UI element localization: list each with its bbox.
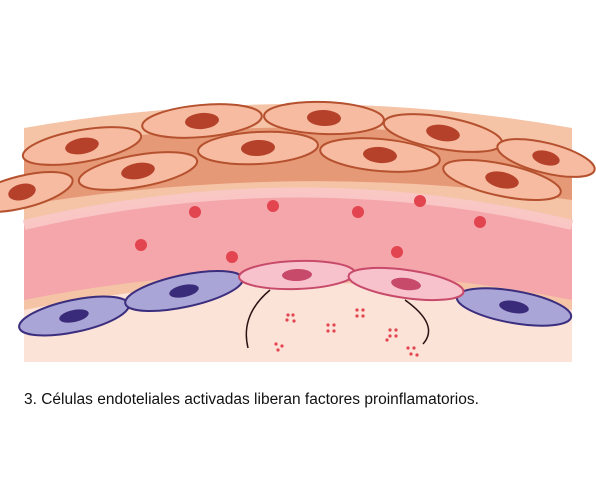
smooth-muscle-cell bbox=[319, 137, 441, 173]
smooth-muscle-cell bbox=[0, 171, 74, 213]
factor-cluster bbox=[274, 342, 284, 352]
intima-particle bbox=[135, 239, 147, 251]
release-arc-right bbox=[404, 299, 430, 345]
intima-particle bbox=[391, 246, 403, 258]
smooth-muscle-cell bbox=[382, 113, 504, 153]
intima-layer bbox=[24, 192, 572, 300]
intima-particle bbox=[189, 206, 201, 218]
smooth-muscle-layer bbox=[0, 100, 596, 213]
release-arc-left bbox=[245, 289, 271, 349]
proinflammatory-factors bbox=[274, 308, 419, 357]
smooth-muscle-cell bbox=[197, 130, 319, 166]
factor-cluster bbox=[385, 328, 398, 342]
factor-cluster bbox=[406, 346, 419, 357]
intima-particle bbox=[267, 200, 279, 212]
intima-particle bbox=[474, 216, 486, 228]
factor-cluster bbox=[355, 308, 365, 318]
factor-cluster bbox=[326, 323, 336, 333]
smooth-muscle-cell bbox=[21, 126, 143, 166]
activated-endothelial-cell bbox=[238, 259, 356, 291]
intima-particles bbox=[135, 195, 486, 263]
internal-elastic-lamina bbox=[22, 187, 574, 230]
smooth-muscle-cell bbox=[496, 138, 596, 178]
smooth-muscle-cell bbox=[141, 103, 263, 139]
atherosclerosis-stage-illustration bbox=[0, 100, 596, 362]
intima-particle bbox=[352, 206, 364, 218]
intima-particle bbox=[414, 195, 426, 207]
endothelial-layer bbox=[18, 259, 573, 337]
smooth-muscle-cell bbox=[442, 158, 562, 202]
smooth-muscle-cell bbox=[77, 151, 199, 191]
activated-endothelial-cell bbox=[347, 266, 465, 302]
factor-cluster bbox=[285, 313, 296, 323]
intima-particle bbox=[226, 251, 238, 263]
figure-caption: 3. Células endoteliales activadas libera… bbox=[24, 391, 479, 408]
